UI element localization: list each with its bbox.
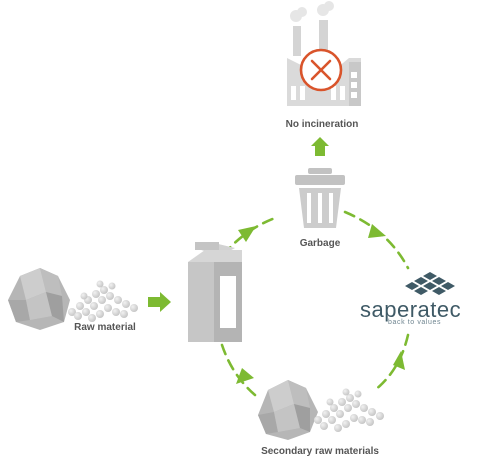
brand-tagline: back to values (388, 319, 442, 326)
cycle-arrowheads (236, 224, 405, 384)
secondary-raw-materials-label: Secondary raw materials (261, 446, 379, 457)
milk-carton-icon (188, 242, 242, 342)
arrowhead-to-logo (368, 224, 386, 238)
right-arrow (148, 292, 171, 312)
no-incineration-label: No incineration (285, 119, 359, 130)
raw-material-label: Raw material (74, 322, 136, 333)
up-arrow (311, 137, 329, 156)
trash-can-icon (295, 168, 345, 228)
cycle-arc-secondary-to-carton (220, 343, 257, 397)
arrowhead-to-carton (236, 368, 254, 384)
arrowhead-to-secondary (393, 351, 405, 370)
garbage-label: Garbage (299, 238, 341, 249)
cycle-arc-logo-to-secondary (373, 333, 410, 392)
saperatec-logo-icon (405, 272, 455, 295)
brand-name: saperatec (360, 297, 462, 322)
arrowhead-to-garbage (238, 226, 256, 242)
rock-pile-icon (8, 268, 138, 330)
no-cross-icon (299, 48, 343, 92)
secondary-rock-pile-icon (258, 380, 384, 440)
